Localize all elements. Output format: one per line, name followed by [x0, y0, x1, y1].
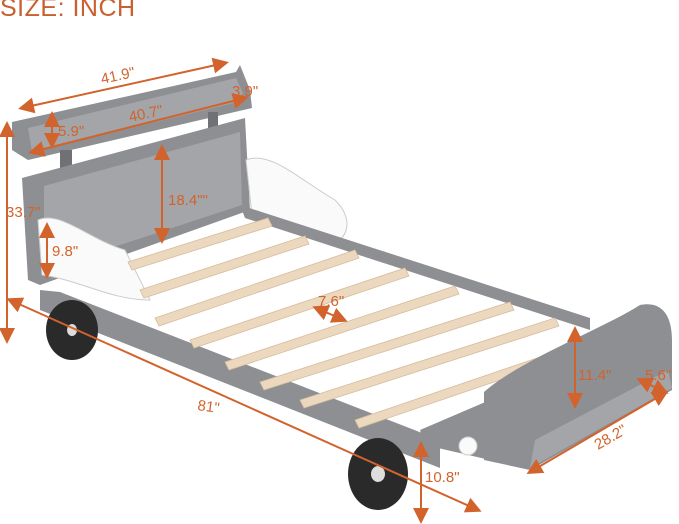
label-footboard-shelf-depth: 5.6": [645, 367, 671, 384]
label-shelf-height: 5.9": [58, 123, 84, 140]
label-shelf-width: 41.9": [99, 64, 136, 88]
label-total-height: 33.7": [6, 204, 41, 221]
label-side-panel-height: 9.8": [52, 243, 78, 260]
label-shelf-inner-width: 40.7": [127, 102, 164, 126]
label-footboard-shelf-height: 11.4": [578, 367, 611, 384]
footboard-shelf: [458, 304, 672, 470]
size-unit-title: SIZE: INCH: [0, 0, 136, 22]
label-headboard-height: 18.4"": [168, 192, 208, 209]
label-clearance-height: 10.8": [425, 469, 460, 486]
label-slat-gap: 7.6": [318, 293, 344, 310]
label-total-length: 81": [196, 397, 220, 417]
label-shelf-depth: 3.9": [232, 83, 258, 100]
